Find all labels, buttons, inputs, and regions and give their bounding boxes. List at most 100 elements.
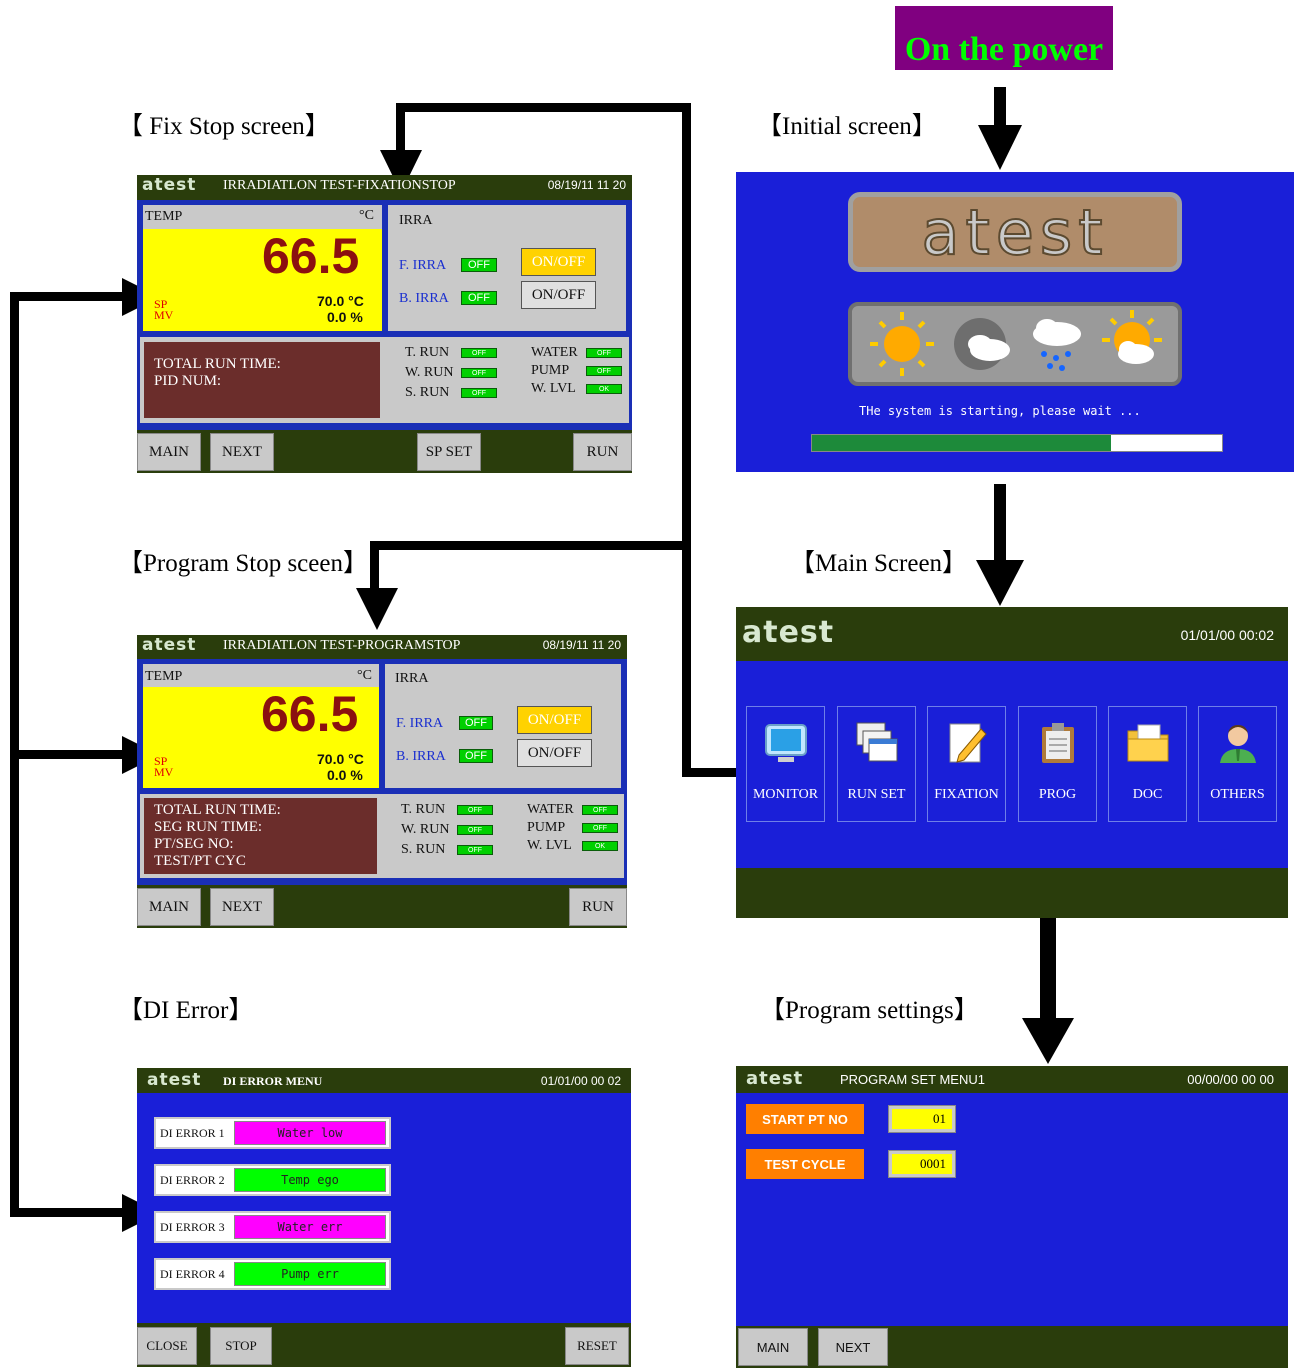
test-cycle-value: 0001 <box>892 1154 952 1174</box>
prog-b-irra-onoff-button[interactable]: ON/OFF <box>517 739 592 767</box>
fix-status-label: T. RUN <box>405 345 450 360</box>
fix-next-button[interactable]: NEXT <box>210 433 274 471</box>
fix-main-button[interactable]: MAIN <box>137 433 201 471</box>
prog-f-irra-onoff-button[interactable]: ON/OFF <box>517 706 592 734</box>
fix-status-label: WATER <box>531 345 578 360</box>
prog-sp-value: 70.0 °C <box>317 751 364 767</box>
sun-icon <box>870 312 934 376</box>
user-icon <box>1216 721 1260 765</box>
ps-main-button[interactable]: MAIN <box>738 1328 808 1366</box>
connector-fix-top <box>396 103 691 112</box>
main-datetime: 01/01/00 00:02 <box>1180 627 1274 643</box>
ps-topbar: atest PROGRAM SET MENU1 00/00/00 00 00 <box>736 1066 1288 1093</box>
fix-b-irra-state: OFF <box>461 291 497 305</box>
prog-logo: atest <box>142 635 197 655</box>
fix-sp-set-button[interactable]: SP SET <box>417 433 481 471</box>
fix-sp-label: SP <box>154 297 168 311</box>
fix-status-indicator: OFF <box>586 366 622 376</box>
prog-status-indicator: OFF <box>457 845 493 855</box>
initial-logo-text: atest <box>920 195 1109 270</box>
di-error-label: DI ERROR 4 <box>160 1267 225 1281</box>
prog-main-button[interactable]: MAIN <box>137 888 201 926</box>
arrow-power-initial-head <box>978 125 1022 170</box>
prog-run-button[interactable]: RUN <box>569 888 627 926</box>
fix-status-label: W. RUN <box>405 365 454 380</box>
di-error-label: DI ERROR 2 <box>160 1173 225 1187</box>
arrow-program-stop-head <box>356 588 398 630</box>
monitor-icon <box>764 721 808 765</box>
di-error-row: DI ERROR 2 Temp ego <box>154 1164 391 1196</box>
rain-icon <box>1033 319 1081 371</box>
test-cycle-field[interactable]: 0001 <box>888 1150 956 1178</box>
main-tile-monitor[interactable]: MONITOR <box>746 706 825 822</box>
power-label: On the power <box>895 6 1113 70</box>
di-datetime: 01/01/00 00 02 <box>540 1074 621 1088</box>
fix-info-box: TOTAL RUN TIME: PID NUM: <box>142 340 382 420</box>
windows-icon <box>855 721 899 765</box>
prog-f-irra-state: OFF <box>459 716 493 730</box>
fix-status-label: S. RUN <box>405 385 450 400</box>
connector-fix-down <box>396 103 405 183</box>
prog-status-label: T. RUN <box>401 802 446 817</box>
weather-icons <box>870 310 1162 376</box>
start-pt-field[interactable]: 01 <box>888 1105 956 1133</box>
fix-irra-label: IRRA <box>399 213 433 228</box>
main-tile-label: MONITOR <box>752 787 819 802</box>
test-cycle-label: TEST CYCLE <box>746 1149 864 1179</box>
fix-sp-value: 70.0 °C <box>317 293 364 309</box>
connector-left-prog <box>10 750 135 759</box>
prog-f-irra-label: F. IRRA <box>396 716 444 731</box>
prog-next-button[interactable]: NEXT <box>210 888 274 926</box>
di-reset-button[interactable]: RESET <box>565 1327 629 1365</box>
prog-status-label: WATER <box>527 802 574 817</box>
main-tile-others[interactable]: OTHERS <box>1198 706 1277 822</box>
program-stop-screen: atest IRRADIATLON TEST-PROGRAMSTOP 08/19… <box>137 635 627 928</box>
prog-status-label: PUMP <box>527 820 566 835</box>
fix-temp-label: TEMP <box>145 209 183 224</box>
fix-mv-label: MV <box>154 308 174 322</box>
prog-temp-unit: °C <box>357 668 372 683</box>
initial-progress-fill <box>812 435 1112 451</box>
main-tile-label: PROG <box>1038 787 1077 802</box>
arrow-initial-main-shaft <box>994 484 1006 564</box>
program-settings-screen: atest PROGRAM SET MENU1 00/00/00 00 00 S… <box>736 1066 1288 1368</box>
cloudy-moon-icon <box>954 318 1010 370</box>
di-close-button[interactable]: CLOSE <box>137 1327 197 1365</box>
arrow-initial-main-head <box>976 560 1024 606</box>
power-label-text: On the power <box>904 31 1104 68</box>
prog-temp-label: TEMP <box>145 669 183 684</box>
main-tile-doc[interactable]: DOC <box>1108 706 1187 822</box>
weather-plate <box>848 302 1182 386</box>
di-error-value: Water err <box>234 1215 386 1239</box>
di-stop-button[interactable]: STOP <box>210 1327 272 1365</box>
initial-message: THe system is starting, please wait ... <box>859 404 1141 418</box>
pencil-icon <box>945 721 989 765</box>
prog-mv-value: 0.0 % <box>327 767 363 783</box>
initial-screen: atest <box>736 172 1294 472</box>
fix-b-irra-onoff-button[interactable]: ON/OFF <box>521 281 596 309</box>
arrow-prog-settings-head <box>1022 1018 1074 1064</box>
prog-temp-display <box>143 687 379 788</box>
connector-left-fix <box>10 292 135 301</box>
caption-main: 【Main Screen】 <box>790 550 968 577</box>
prog-sp-label: SP <box>154 754 168 768</box>
fix-run-button[interactable]: RUN <box>573 433 632 471</box>
di-error-value: Temp ego <box>234 1168 386 1192</box>
ps-next-button[interactable]: NEXT <box>818 1328 888 1366</box>
prog-irra-label: IRRA <box>395 671 429 686</box>
prog-b-irra-state: OFF <box>459 749 493 763</box>
main-tile-label: RUN SET <box>847 787 906 802</box>
main-tile-fixation[interactable]: FIXATION <box>927 706 1006 822</box>
fix-status-indicator: OFF <box>586 348 622 358</box>
main-tile-prog[interactable]: PROG <box>1018 706 1097 822</box>
fix-datetime: 08/19/11 11 20 <box>547 178 626 192</box>
initial-logo-plate: atest <box>848 192 1182 272</box>
di-error-label: DI ERROR 1 <box>160 1126 225 1140</box>
fix-f-irra-onoff-button[interactable]: ON/OFF <box>521 248 596 276</box>
di-topbar: atest DI ERROR MENU 01/01/00 00 02 <box>137 1068 631 1093</box>
prog-status-indicator: OFF <box>582 823 618 833</box>
caption-program-settings: 【Program settings】 <box>760 997 979 1024</box>
main-tile-run-set[interactable]: RUN SET <box>837 706 916 822</box>
